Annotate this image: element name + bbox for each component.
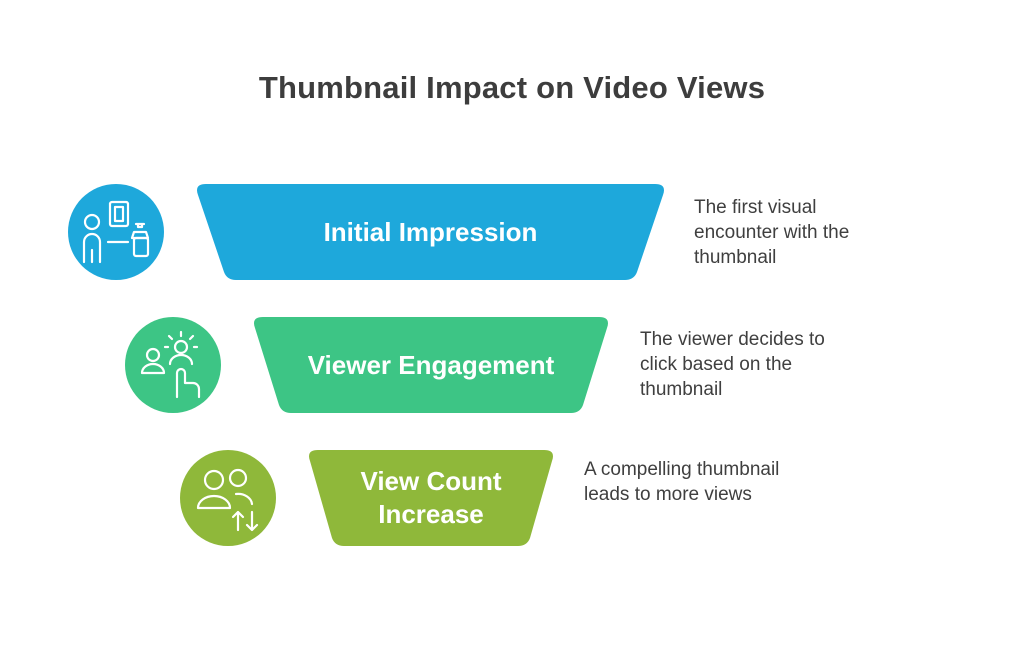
stage-2-icon-circle <box>125 317 221 413</box>
person-viewing-frame-icon <box>82 200 150 264</box>
stage-2-funnel-segment: Viewer Engagement <box>251 316 611 414</box>
stage-1-label: Initial Impression <box>323 216 538 247</box>
stage-1-description: The first visual encounter with the thum… <box>694 197 850 268</box>
stage-3-label: View Count Increase <box>360 466 502 529</box>
stage-1-icon-circle <box>68 184 164 280</box>
stage-3-funnel-segment: View Count Increase <box>306 449 556 547</box>
stage-3-description: A compelling thumbnail leads to more vie… <box>584 459 780 505</box>
diagram-title: Thumbnail Impact on Video Views <box>258 70 766 105</box>
stage-1-funnel-segment: Initial Impression <box>194 183 667 281</box>
people-click-icon <box>140 330 201 399</box>
stage-3-icon-circle <box>180 450 276 546</box>
users-arrows-icon <box>196 468 259 532</box>
stage-2-label: Viewer Engagement <box>307 349 555 380</box>
stage-2-description: The viewer decides to click based on the… <box>640 329 825 400</box>
